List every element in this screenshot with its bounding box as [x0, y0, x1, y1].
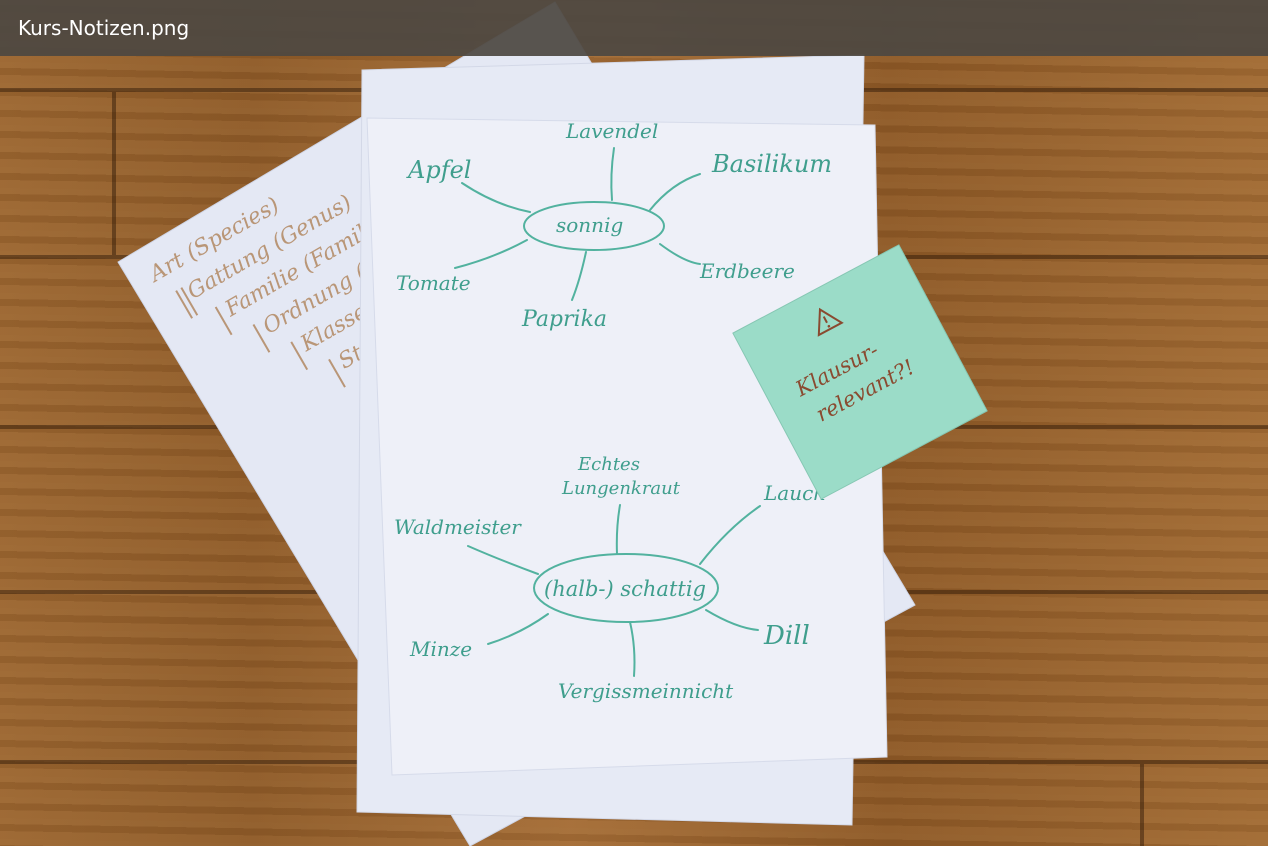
mindmap-branch: Tomate — [396, 271, 471, 295]
mindmap-branch: Lavendel — [565, 119, 658, 143]
center-ellipse — [523, 201, 665, 251]
window-title: Kurs-Notizen.png — [18, 16, 190, 40]
center-ellipse — [533, 553, 719, 623]
mindmap-branch: Apfel — [406, 156, 471, 184]
mindmap-sonnig: sonnig Lavendel Apfel Basilikum Tomate E… — [396, 119, 832, 332]
floor-seam — [1140, 764, 1144, 846]
mindmap-sheet — [366, 117, 888, 776]
mindmap-branch: Vergissmeinnicht — [558, 679, 734, 703]
mindmap-branch: Paprika — [521, 307, 607, 332]
mindmap-branch: Lungenkraut — [561, 478, 681, 499]
mindmap-branch: Basilikum — [711, 150, 832, 178]
floor-seam — [112, 92, 116, 255]
sticky-note: Klausur- relevant?! — [732, 244, 988, 500]
warning-triangle-icon — [817, 307, 844, 337]
mindmap-schattig: (halb-) schattig Echtes Lungenkraut Wald… — [394, 454, 826, 703]
mindmap-branch: Waldmeister — [394, 515, 522, 539]
window-title-bar: Kurs-Notizen.png — [0, 0, 1268, 56]
mindmap-branch: Minze — [409, 637, 472, 661]
mindmap-branch: Erdbeere — [699, 259, 795, 283]
mindmap-branch: Dill — [763, 621, 810, 651]
mindmap-branch: Echtes — [577, 454, 640, 475]
mindmap-center: sonnig — [556, 213, 623, 237]
mindmap-center: (halb-) schattig — [544, 577, 706, 601]
